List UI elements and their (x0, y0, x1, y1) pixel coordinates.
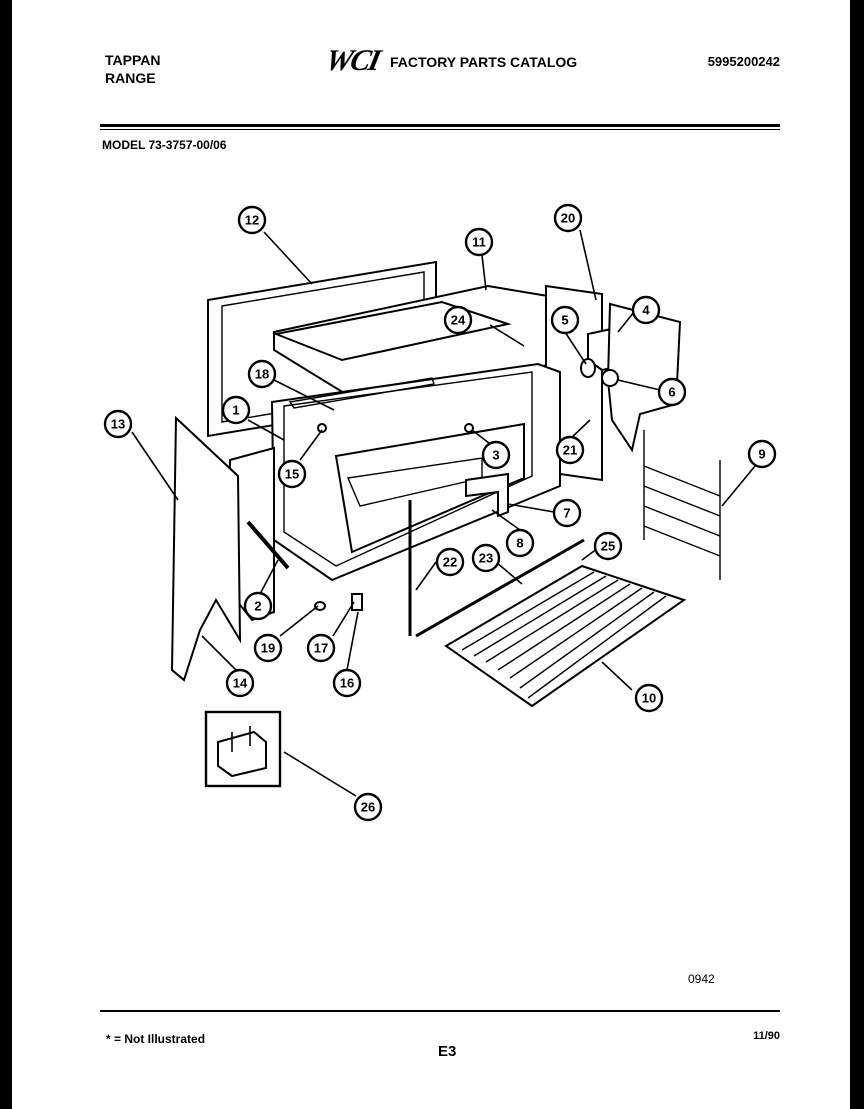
callout-6[interactable]: 6 (657, 377, 687, 407)
catalog-title: FACTORY PARTS CATALOG (390, 54, 578, 70)
model-number: MODEL 73-3757-00/06 (102, 138, 227, 152)
svg-text:8: 8 (516, 536, 523, 551)
brand-name: TAPPAN (105, 52, 161, 68)
callout-25[interactable]: 25 (593, 531, 623, 561)
svg-text:15: 15 (285, 467, 299, 482)
part-screw (464, 423, 474, 433)
product-type: RANGE (105, 70, 156, 86)
callout-10[interactable]: 10 (634, 683, 664, 713)
svg-text:10: 10 (642, 691, 656, 706)
callout-22[interactable]: 22 (435, 547, 465, 577)
svg-text:4: 4 (642, 303, 650, 318)
svg-text:9: 9 (758, 447, 765, 462)
part-thermostat (217, 730, 267, 778)
svg-text:11: 11 (472, 235, 486, 250)
svg-text:23: 23 (479, 551, 493, 566)
part-grommet (314, 601, 326, 611)
callout-4[interactable]: 4 (631, 295, 661, 325)
callout-14[interactable]: 14 (225, 668, 255, 698)
part-rack-support (643, 430, 721, 580)
part-hinge (317, 423, 327, 433)
callout-20[interactable]: 20 (553, 203, 583, 233)
callout-26[interactable]: 26 (353, 792, 383, 822)
callout-16[interactable]: 16 (332, 668, 362, 698)
svg-text:24: 24 (451, 313, 466, 328)
callout-7[interactable]: 7 (552, 498, 582, 528)
callout-2[interactable]: 2 (243, 591, 273, 621)
figure-code: 0942 (688, 972, 715, 986)
svg-text:13: 13 (111, 417, 125, 432)
svg-text:14: 14 (233, 676, 248, 691)
svg-text:21: 21 (563, 443, 577, 458)
callout-21[interactable]: 21 (555, 435, 585, 465)
svg-text:6: 6 (668, 385, 675, 400)
callout-8[interactable]: 8 (505, 528, 535, 558)
callout-13[interactable]: 13 (103, 409, 133, 439)
header-rule (100, 124, 780, 127)
svg-text:5: 5 (561, 313, 568, 328)
callout-5[interactable]: 5 (550, 305, 580, 335)
header-rule-thin (100, 129, 780, 130)
part-clip (351, 593, 363, 611)
callout-18[interactable]: 18 (247, 359, 277, 389)
svg-text:7: 7 (563, 506, 570, 521)
callout-11[interactable]: 11 (464, 227, 494, 257)
part-oven-cavity (334, 422, 525, 554)
part-trim-strip (246, 520, 290, 570)
svg-text:2: 2 (254, 599, 261, 614)
leader-lines (131, 229, 761, 797)
catalog-sheet: TAPPAN RANGE WCI FACTORY PARTS CATALOG 5… (12, 0, 850, 1109)
callout-24[interactable]: 24 (443, 305, 473, 335)
part-rack-rail-bottom (415, 538, 585, 638)
svg-text:22: 22 (443, 555, 457, 570)
callout-19[interactable]: 19 (253, 633, 283, 663)
part-top-trim (288, 377, 435, 409)
revision-date: 11/90 (753, 1030, 780, 1042)
footnote-not-illustrated: * = Not Illustrated (106, 1032, 206, 1046)
svg-text:17: 17 (314, 641, 328, 656)
svg-text:16: 16 (340, 676, 354, 691)
svg-text:25: 25 (601, 539, 615, 554)
callout-23[interactable]: 23 (471, 543, 501, 573)
callout-3[interactable]: 3 (481, 440, 511, 470)
part-oven-rack (444, 564, 687, 708)
callout-12[interactable]: 12 (237, 205, 267, 235)
catalog-part-number: 5995200242 (707, 54, 780, 69)
callout-1[interactable]: 1 (221, 395, 251, 425)
svg-text:12: 12 (245, 213, 259, 228)
svg-text:26: 26 (361, 800, 375, 815)
svg-text:20: 20 (561, 211, 575, 226)
svg-text:1: 1 (232, 403, 239, 418)
exploded-parts-diagram: 1 2 3 4 5 6 7 8 9 10 11 12 13 14 15 16 1… (103, 203, 777, 822)
callout-9[interactable]: 9 (747, 439, 777, 469)
footer-rule (100, 1010, 780, 1012)
page-code: E3 (438, 1043, 457, 1060)
part-outer-side-panel (170, 415, 242, 682)
svg-text:3: 3 (492, 448, 499, 463)
part-valve (601, 369, 619, 387)
part-broiler-bracket (465, 472, 509, 518)
svg-text:18: 18 (255, 367, 269, 382)
svg-text:19: 19 (261, 641, 275, 656)
part-igniter (580, 358, 596, 378)
callout-15[interactable]: 15 (277, 459, 307, 489)
callout-17[interactable]: 17 (306, 633, 336, 663)
